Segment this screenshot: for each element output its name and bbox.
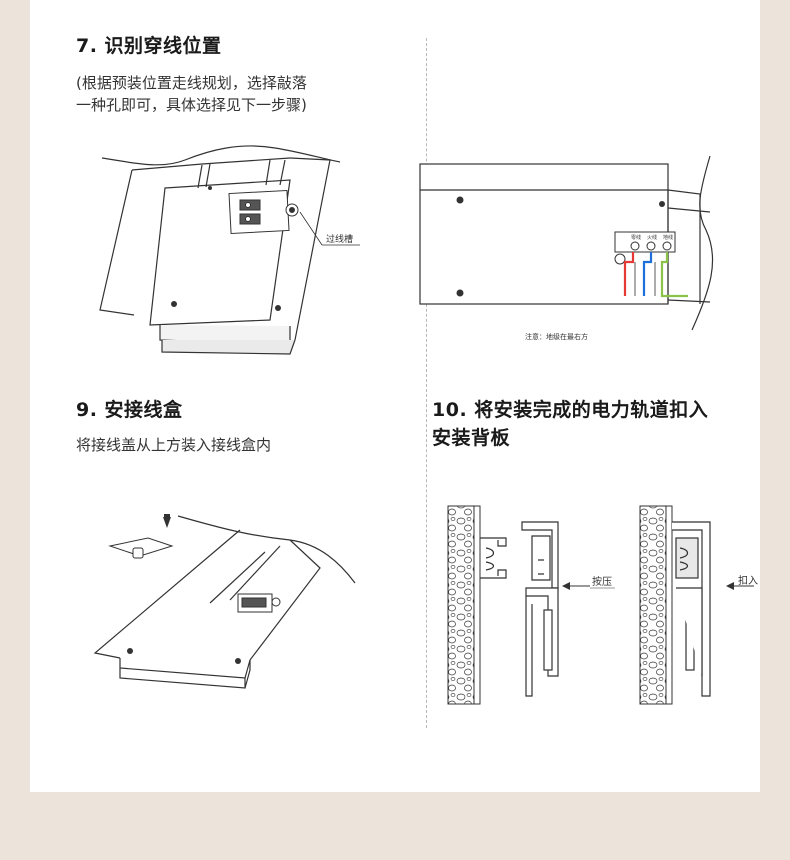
step7-title: 7. 识别穿线位置 bbox=[76, 35, 222, 57]
step10-title-line1: 10. 将安装完成的电力轨道扣入 bbox=[432, 399, 709, 421]
step10-title-line2: 安装背板 bbox=[432, 427, 511, 449]
terminal-label-neutral: 零线 bbox=[631, 234, 641, 241]
step9-desc: 将接线盖从上方装入接线盒内 bbox=[76, 436, 272, 454]
step9-title: 9. 安接线盒 bbox=[76, 399, 183, 421]
terminal-label-live: 火线 bbox=[647, 234, 657, 241]
wire-blue bbox=[642, 252, 653, 296]
press-label: 按压 bbox=[592, 575, 612, 588]
column-divider bbox=[426, 38, 427, 728]
step7-desc-line1: (根据预装位置走线规划，选择敲落 bbox=[76, 74, 307, 92]
step9-box-diagram bbox=[93, 514, 356, 689]
instruction-panel: 7. 识别穿线位置 (根据预装位置走线规划，选择敲落 一种孔即可，具体选择见下一… bbox=[30, 0, 760, 792]
step8-note: 注意：地级在最右方 bbox=[525, 332, 588, 341]
snap-label: 扣入 bbox=[738, 574, 758, 587]
groove-callout-label: 过线槽 bbox=[326, 233, 353, 245]
step8-wiring-diagram: 零线 火线 地线 注意：地级在最右方 bbox=[419, 155, 714, 341]
step10-rail-diagram: 按压 扣入 bbox=[447, 505, 758, 705]
wire-green bbox=[660, 252, 688, 298]
wire-red bbox=[623, 252, 635, 296]
step7-desc-line2: 一种孔即可，具体选择见下一步骤) bbox=[76, 96, 307, 114]
terminal-label-earth: 地线 bbox=[663, 234, 673, 241]
step7-track-diagram: 过线槽 bbox=[99, 145, 360, 355]
